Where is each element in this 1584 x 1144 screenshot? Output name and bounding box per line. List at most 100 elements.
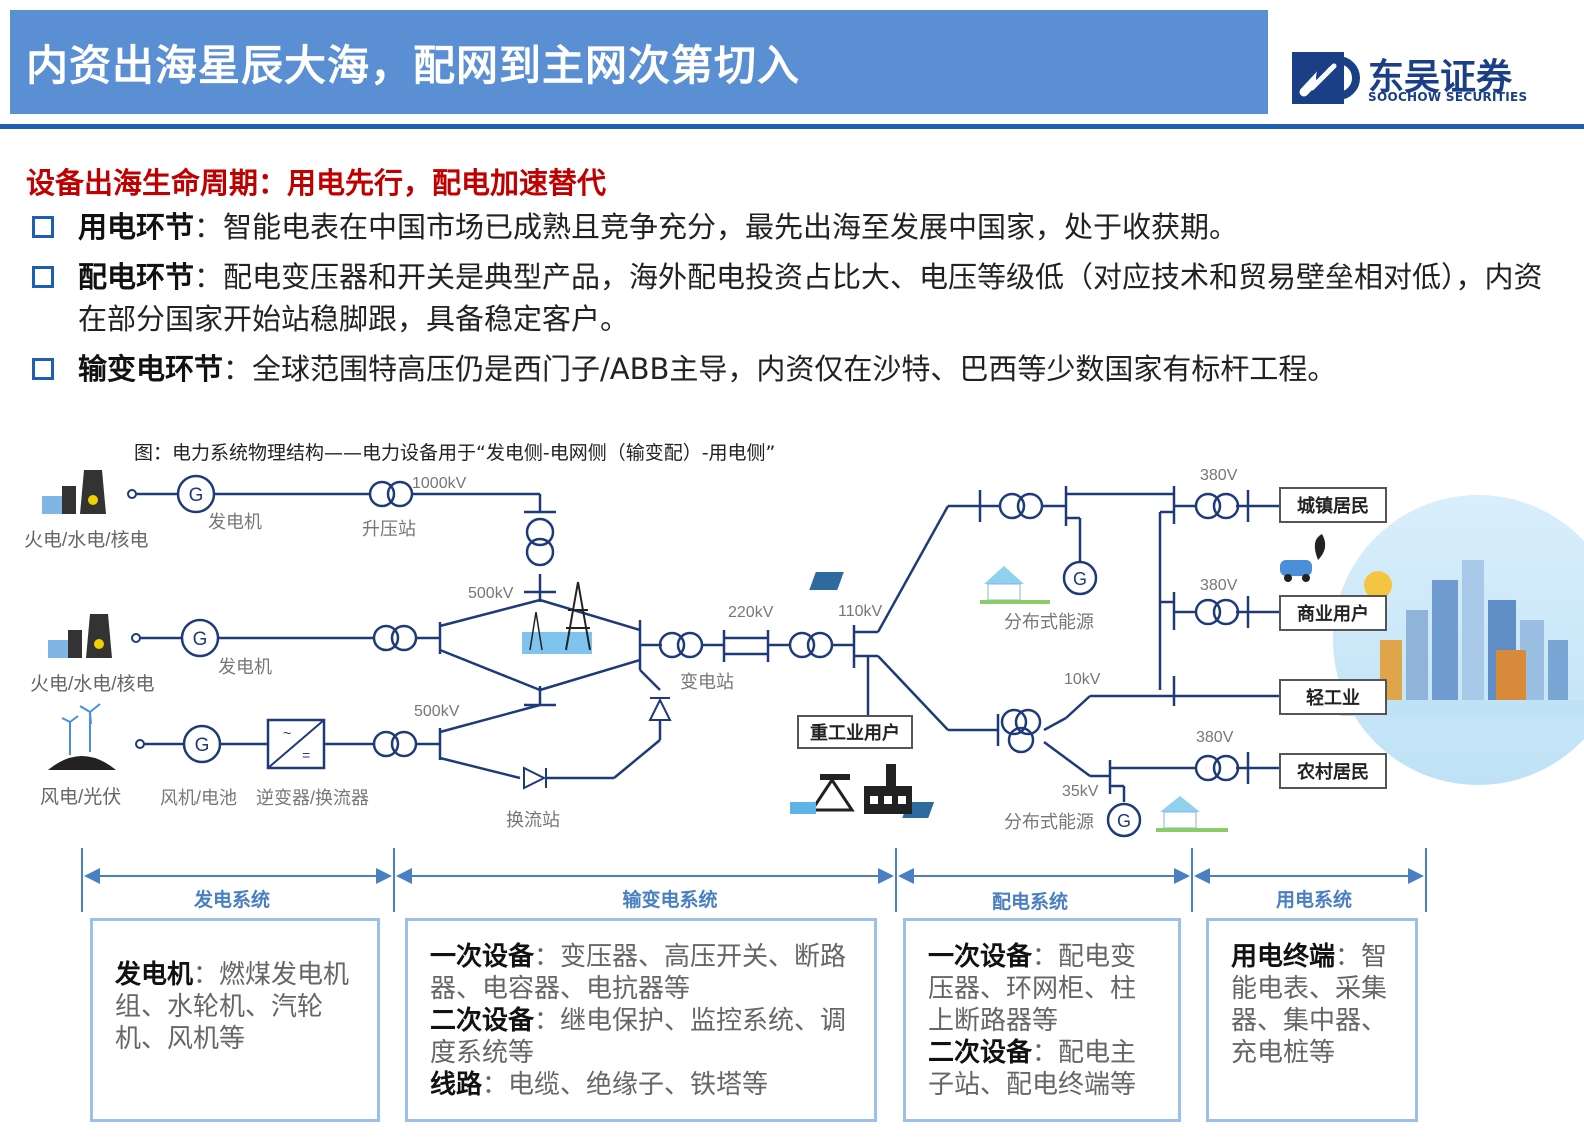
- generator-symbol: G: [189, 485, 204, 506]
- bullet-item: 配电环节：配电变压器和开关是典型产品，海外配电投资占比大、电压等级低（对应技术和…: [26, 256, 1566, 340]
- svg-text:=: =: [302, 747, 310, 763]
- box-text: ：电缆、绝缘子、铁塔等: [482, 1070, 769, 1100]
- power-plant-icon: [48, 614, 112, 658]
- page-title: 内资出海星辰大海，配网到主网次第切入: [26, 41, 801, 90]
- component-label: 发电机: [208, 512, 262, 532]
- transformer-icon: [368, 480, 1240, 782]
- box-label: 一次设备: [430, 942, 535, 972]
- consumer-box: 商业用户: [1279, 595, 1387, 631]
- consumer-label: 重工业用户: [810, 722, 900, 743]
- box-label: 一次设备: [928, 942, 1033, 972]
- bullet-label: 输变电环节: [78, 352, 224, 386]
- bullet-text: ：智能电表在中国市场已成熟且竞争充分，最先出海至发展中国家，处于收获期。: [194, 210, 1239, 244]
- voltage-label: 35kV: [1062, 783, 1099, 800]
- header-divider: [0, 124, 1584, 129]
- component-label: 换流站: [506, 810, 560, 830]
- svg-text:~: ~: [283, 725, 291, 741]
- box-label: 二次设备: [928, 1038, 1033, 1068]
- voltage-label: 220kV: [728, 604, 774, 621]
- transmission-tower-icon: [522, 581, 592, 654]
- generator-icon: G: [176, 474, 216, 514]
- logo-name-cn: 东吴证券: [1368, 57, 1513, 98]
- consumer-label: 商业用户: [1297, 603, 1369, 624]
- system-label-consumption: 用电系统: [1276, 888, 1352, 911]
- consumer-box: 农村居民: [1279, 753, 1387, 789]
- bullet-item: 用电环节：智能电表在中国市场已成熟且竞争充分，最先出海至发展中国家，处于收获期。: [26, 206, 1566, 248]
- box-text: ：智能电表、采集器、集中器、充电桩等: [1231, 942, 1388, 1068]
- component-label: 风机/电池: [160, 788, 237, 808]
- source-label: 火电/水电/核电: [30, 673, 155, 695]
- logo-name-en: SOOCHOW SECURITIES: [1368, 90, 1528, 104]
- component-label: 发电机: [218, 657, 272, 677]
- generation-equipment-box: 发电机：燃煤发电机组、水轮机、汽轮机、风机等: [90, 918, 380, 1122]
- generator-icon: G: [1106, 802, 1142, 838]
- solar-house-icon: [809, 566, 1050, 604]
- bullet-text: ：全球范围特高压仍是西门子/ABB主导，内资仅在沙特、巴西等少数国家有标杆工程。: [223, 352, 1337, 386]
- consumer-box: 轻工业: [1279, 679, 1387, 715]
- box-text: ：继电保护、监控系统、调度系统等: [430, 1006, 847, 1068]
- figure-caption: 图：电力系统物理结构——电力设备用于“发电侧-电网侧（输变配）-用电侧”: [134, 442, 776, 464]
- wind-solar-icon: [48, 703, 116, 770]
- consumer-box: 重工业用户: [797, 715, 913, 749]
- power-lines: [136, 486, 1280, 802]
- bullet-text: ：配电变压器和开关是典型产品，海外配电投资占比大、电压等级低（对应技术和贸易壁垒…: [78, 260, 1543, 336]
- soochow-logo-icon: [1292, 52, 1360, 104]
- generator-icon: G: [182, 724, 222, 764]
- generator-icon: G: [1062, 560, 1098, 596]
- company-logo: 东吴证券 SOOCHOW SECURITIES: [1290, 48, 1580, 108]
- bullet-square-icon: [32, 216, 54, 238]
- diode-icon: [523, 697, 672, 790]
- heavy-industry-icon: [790, 764, 912, 814]
- voltage-label: 500kV: [414, 703, 460, 720]
- consumer-label: 轻工业: [1306, 687, 1360, 708]
- bullet-label: 用电环节: [78, 210, 195, 244]
- box-label: 发电机: [115, 960, 194, 990]
- consumption-equipment-box: 用电终端：智能电表、采集器、集中器、充电桩等: [1206, 918, 1418, 1122]
- box-label: 线路: [430, 1070, 483, 1100]
- voltage-label: 380V: [1196, 729, 1234, 746]
- bullet-square-icon: [32, 358, 54, 380]
- power-plant-icon: [42, 470, 106, 514]
- box-text: ：配电主子站、配电终端等: [928, 1038, 1137, 1100]
- box-label: 二次设备: [430, 1006, 535, 1036]
- voltage-label: 10kV: [1064, 671, 1101, 688]
- system-label-distribution: 配电系统: [992, 890, 1068, 913]
- distribution-equipment-box: 一次设备：配电变压器、环网柜、柱上断路器等 二次设备：配电主子站、配电终端等: [903, 918, 1181, 1122]
- generator-symbol: G: [195, 735, 210, 756]
- system-label-generation: 发电系统: [193, 888, 270, 911]
- generator-symbol: G: [193, 629, 208, 650]
- consumer-label: 城镇居民: [1297, 495, 1369, 516]
- voltage-label: 1000kV: [412, 475, 467, 492]
- component-label: 变电站: [680, 672, 734, 692]
- ev-car-icon: [1280, 534, 1326, 582]
- terminal-nodes: [127, 489, 145, 749]
- city-skyline-icon: [1333, 495, 1584, 785]
- box-text: ：变压器、高压开关、断路器、电容器、电抗器等: [430, 942, 847, 1004]
- system-brackets: [81, 848, 1427, 912]
- box-text: ：配电变压器、环网柜、柱上断路器等: [928, 942, 1137, 1036]
- bullet-list: 用电环节：智能电表在中国市场已成熟且竞争充分，最先出海至发展中国家，处于收获期。…: [26, 206, 1566, 398]
- system-label-transmission: 输变电系统: [622, 888, 717, 911]
- voltage-label: 500kV: [468, 585, 514, 602]
- source-label: 风电/光伏: [40, 786, 121, 808]
- inverter-icon: ~ =: [266, 718, 326, 770]
- bullet-item: 输变电环节：全球范围特高压仍是西门子/ABB主导，内资仅在沙特、巴西等少数国家有…: [26, 348, 1566, 390]
- consumer-label: 农村居民: [1296, 761, 1369, 782]
- generator-symbol: G: [1073, 569, 1087, 589]
- generator-icon: G: [180, 618, 220, 658]
- voltage-label: 110kV: [838, 603, 883, 620]
- source-label: 火电/水电/核电: [24, 529, 149, 551]
- transmission-equipment-box: 一次设备：变压器、高压开关、断路器、电容器、电抗器等 二次设备：继电保护、监控系…: [405, 918, 877, 1122]
- consumer-box: 城镇居民: [1279, 487, 1387, 523]
- title-bar: [10, 10, 1268, 114]
- voltage-label: 380V: [1200, 577, 1238, 594]
- section-subheading: 设备出海生命周期：用电先行，配电加速替代: [26, 166, 607, 200]
- component-label: 分布式能源: [1004, 612, 1094, 632]
- component-label: 逆变器/换流器: [256, 788, 369, 808]
- generator-symbol: G: [1117, 811, 1131, 831]
- voltage-label: 380V: [1200, 467, 1238, 484]
- box-label: 用电终端: [1231, 942, 1336, 972]
- component-label: 分布式能源: [1004, 812, 1094, 832]
- component-label: 升压站: [362, 519, 416, 539]
